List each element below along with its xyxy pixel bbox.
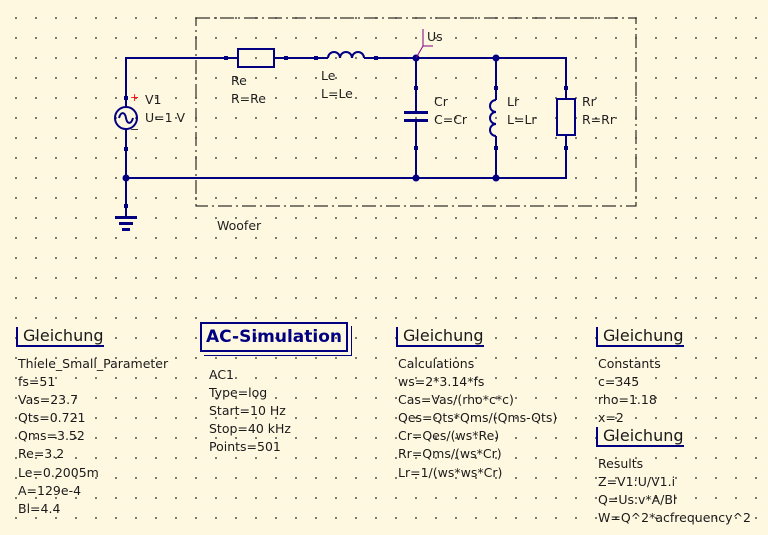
ac-voltage-source-v1[interactable] (114, 96, 138, 158)
equation-line: Z=V1:U/V1.i (598, 474, 676, 490)
equation-line: W=Q^2*acfrequency^2 (598, 510, 752, 526)
equation-block-calculations[interactable]: Gleichung Calculations ws=2*3.14*fs Cas=… (396, 326, 557, 482)
v1-name: V1 (145, 92, 162, 107)
simulation-line: Points=501 (209, 439, 281, 455)
equation-header: Gleichung (596, 427, 684, 447)
equation-line: Thiele_Small_Parameter (18, 356, 169, 371)
equation-line: Rr=Qms/(ws*Cr) (398, 446, 502, 462)
simulation-line: Type=log (209, 385, 268, 401)
equation-line: Re=3.2 (18, 446, 65, 462)
simulation-line: Start=10 Hz (209, 403, 286, 419)
ac-simulation-block[interactable]: AC-Simulation (200, 322, 348, 352)
equation-block-results[interactable]: Gleichung Results Z=V1:U/V1.i Q=Us.v*A/B… (596, 426, 751, 527)
equation-block-constants[interactable]: Gleichung Constants c=345 rho=1.18 x=2 (596, 326, 684, 427)
group-label-woofer[interactable]: Woofer (217, 218, 262, 233)
re-name: Re (231, 73, 247, 88)
equation-line: ws=2*3.14*fs (398, 374, 485, 390)
re-value: R=Re (231, 91, 266, 106)
junction-dot (122, 174, 130, 182)
node-label-us[interactable]: Us (427, 29, 443, 44)
resistor-re[interactable] (224, 48, 288, 68)
node-label-us-leader[interactable] (415, 29, 433, 59)
junctions (122, 54, 500, 182)
lr-name: Lr (507, 94, 520, 109)
simulation-line: AC1 (209, 367, 235, 382)
equation-line: Lr=1/(ws*ws*Cr) (398, 464, 503, 480)
lr-value: L=Lr (507, 112, 537, 127)
ac-simulation-params: AC1 Type=log Start=10 Hz Stop=40 kHz Poi… (207, 366, 291, 456)
v1-value: U=1 V (145, 110, 186, 125)
equation-line: Le=0.2005m (18, 464, 99, 480)
equation-line: Results (598, 456, 644, 471)
equation-line: Qes=Qts*Qms/(Qms-Qts) (398, 410, 558, 426)
le-name: Le (321, 68, 336, 83)
equation-line: Qms=3.52 (18, 428, 85, 444)
equation-line: A=129e-4 (18, 482, 82, 498)
junction-dot (492, 174, 500, 182)
equation-line: rho=1.18 (598, 392, 657, 408)
capacitor-cr[interactable] (404, 86, 428, 150)
equation-line: Qts=0.721 (18, 410, 86, 426)
equation-line: fs=51 (18, 374, 56, 390)
v1-minus-sign: − (130, 123, 140, 136)
inductor-lr[interactable] (489, 86, 498, 150)
equation-header: Gleichung (16, 327, 104, 347)
junction-dot (492, 54, 500, 62)
v1-plus-sign: + (130, 91, 140, 104)
equation-line: Calculations (398, 356, 475, 371)
equation-line: Q=Us.v*A/Bl (598, 492, 677, 508)
resistor-rr[interactable] (556, 86, 576, 158)
equation-line: Bl=4.4 (18, 500, 61, 516)
woofer-group-box[interactable] (195, 17, 637, 207)
equation-line: x=2 (598, 410, 624, 426)
ac-simulation-title: AC-Simulation (206, 327, 342, 347)
equation-header: Gleichung (596, 327, 684, 347)
rr-name: Rr (582, 94, 596, 109)
simulation-line: Stop=40 kHz (209, 421, 291, 437)
rr-value: R=Rr (582, 112, 615, 127)
equation-line: c=345 (598, 374, 640, 390)
equation-line: Cr=Qes/(ws*Re) (398, 428, 500, 444)
equation-block-thiele-small[interactable]: Gleichung Thiele_Small_Parameter fs=51 V… (16, 326, 168, 518)
equation-line: Vas=23.7 (18, 392, 79, 408)
wire-top-right[interactable] (376, 57, 567, 98)
cr-value: C=Cr (434, 112, 468, 127)
cr-name: Cr (434, 94, 448, 109)
wire-top-left[interactable] (125, 57, 226, 98)
le-value: L=Le (321, 86, 353, 101)
junction-dot (412, 174, 420, 182)
ground-icon (115, 204, 137, 231)
equation-line: Constants (598, 356, 661, 371)
equation-header: Gleichung (396, 327, 484, 347)
inductor-le[interactable] (314, 51, 378, 60)
equation-line: Cas=Vas/(rho*c*c) (398, 392, 514, 408)
wire-bottom[interactable] (125, 158, 567, 217)
